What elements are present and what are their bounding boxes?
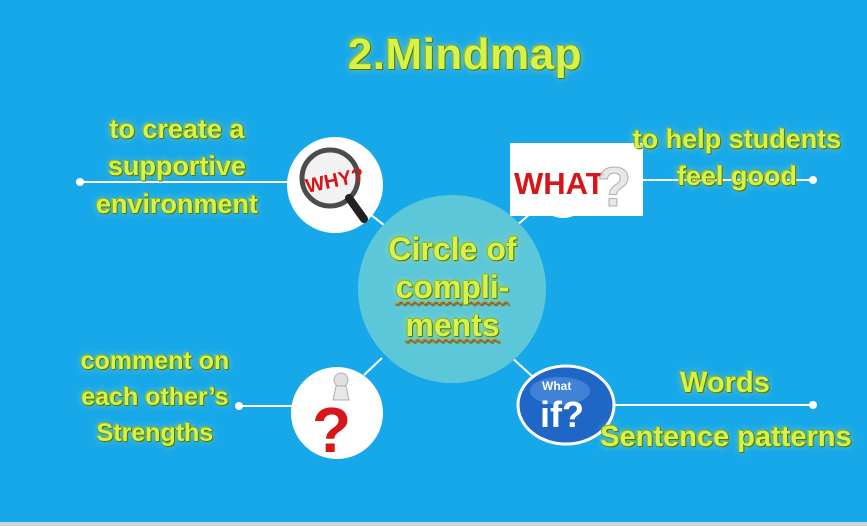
svg-text:?: ? (597, 155, 631, 218)
center-line-3: ments (405, 306, 500, 343)
branch-text-line: Strengths (96, 418, 214, 447)
what-icon-text: WHAT (514, 166, 605, 201)
spoke-bottom-left (363, 357, 383, 376)
what-if-bubble-icon: What if? (516, 364, 616, 446)
question-figure-icon: ? (291, 367, 383, 466)
what-if-big-text: if? (540, 394, 584, 435)
branch-text-line: feel good (677, 161, 797, 192)
end-dot-top-left (76, 178, 84, 186)
branch-text-top-left: to create a supportive environment (62, 111, 292, 223)
center-label: Circle of compli- ments (360, 231, 545, 344)
branch-text-line: to create a (109, 114, 245, 144)
what-question-icon: WHAT ? (510, 143, 643, 219)
center-line-1: Circle of (388, 231, 517, 267)
why-magnifier-icon: WHY? (287, 137, 383, 233)
what-if-small-text: What (542, 379, 571, 393)
center-circle (358, 195, 546, 383)
branch-text-line: each other’s (81, 382, 229, 411)
slide-bottom-border (0, 522, 867, 526)
page-title: 2.Mindmap (347, 30, 583, 79)
branch-text-line: to help students (632, 124, 842, 154)
branch-text-bottom-right-patterns: Sentence patterns (600, 421, 852, 453)
branch-text-top-right: to help students feel good (622, 121, 852, 196)
branch-text-bottom-right-words: Words (680, 367, 770, 399)
svg-text:?: ? (312, 394, 351, 466)
branch-text-line: supportive (107, 151, 247, 182)
end-dot-top-right (809, 176, 817, 184)
branch-text-line: comment on (80, 347, 230, 375)
end-dot-bottom-right (809, 401, 817, 409)
branch-text-line: environment (95, 188, 259, 219)
end-dot-bottom-left (235, 402, 243, 410)
center-line-2: compli- (395, 268, 510, 305)
branch-text-bottom-left: comment on each other’s Strengths (55, 344, 255, 451)
